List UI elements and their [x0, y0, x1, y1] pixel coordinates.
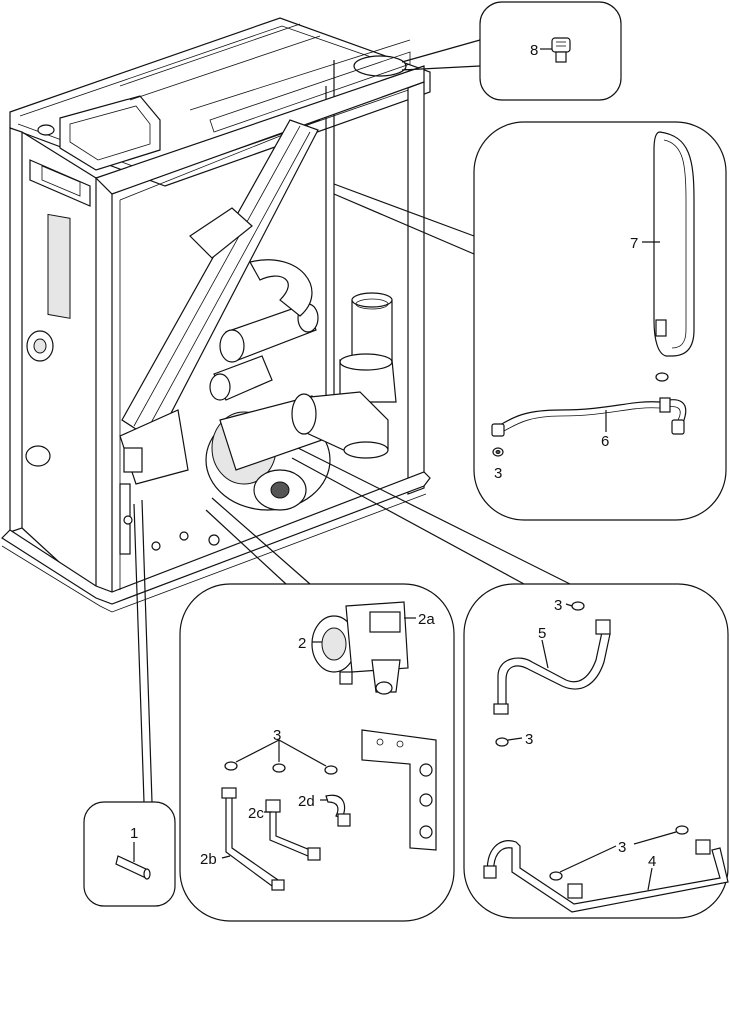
label-8: 8 — [530, 42, 538, 59]
label-6: 6 — [601, 433, 609, 450]
label-2d: 2d — [298, 793, 315, 810]
label-3-group4: 3 — [618, 839, 626, 856]
label-5: 5 — [538, 625, 546, 642]
boiler-frame — [1, 17, 431, 613]
label-7: 7 — [630, 235, 638, 252]
label-2b: 2b — [200, 851, 217, 868]
callout-labels: 8 7 6 3 2a 2 3 2d 2c 2b 3 5 3 3 4 1 — [130, 42, 656, 870]
leader-lines — [133, 39, 571, 803]
label-3-group5-mid: 3 — [525, 731, 533, 748]
label-2c: 2c — [248, 805, 264, 822]
label-3-group2: 3 — [273, 727, 281, 744]
label-4: 4 — [648, 853, 656, 870]
detail-box-1 — [83, 801, 176, 907]
blower-fan — [205, 395, 331, 511]
flue-pipe — [291, 292, 397, 459]
detail-box-5-4 — [463, 583, 729, 919]
label-3-group5-top: 3 — [554, 597, 562, 614]
label-2: 2 — [298, 635, 306, 652]
label-3-group6: 3 — [494, 465, 502, 482]
label-1: 1 — [130, 825, 138, 842]
bottom-components — [119, 483, 220, 555]
detail-box-2 — [179, 583, 455, 922]
label-2a: 2a — [418, 611, 435, 628]
detail-box-7-6 — [473, 121, 727, 521]
auger-assembly — [119, 119, 319, 485]
detail-box-8 — [479, 1, 622, 101]
